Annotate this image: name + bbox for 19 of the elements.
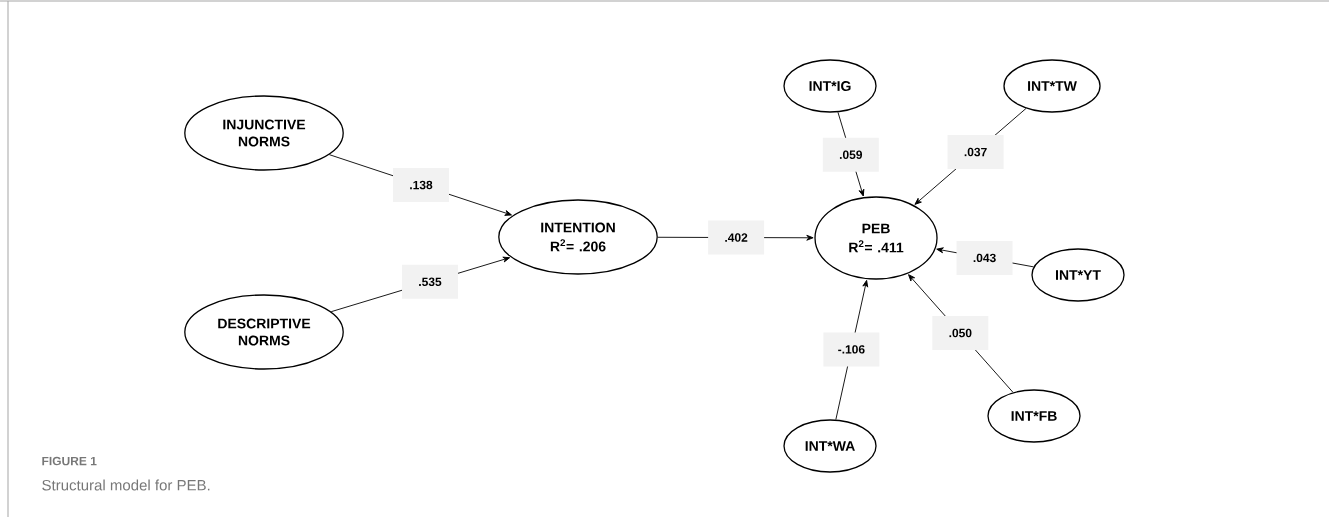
ellipse-node: INT*WA <box>783 419 877 473</box>
edge-label: .037 <box>947 135 1004 169</box>
edge-label: .138 <box>393 168 449 202</box>
edge-label: .059 <box>822 137 879 172</box>
ellipse-node: INT*TW <box>1003 59 1101 113</box>
ellipse-node: INTENTION R$^{2}$= .206 <box>498 199 658 275</box>
figure-number: FIGURE 1 <box>42 456 97 466</box>
edge-label: .050 <box>932 316 989 350</box>
edge-label: .402 <box>708 220 765 255</box>
ellipse-node: INT*YT <box>1031 248 1125 302</box>
ellipse-node: INJUNCTIVE NORMS <box>184 95 344 171</box>
ellipse-node: INT*FB <box>987 389 1081 443</box>
edge-label: -.106 <box>823 332 880 367</box>
ellipse-node: INT*IG <box>783 59 877 113</box>
ellipse-node: DESCRIPTIVE NORMS <box>184 294 344 370</box>
edge-label: .535 <box>402 264 458 299</box>
caption: Structural model for PEB. <box>42 479 210 491</box>
edge-label: .043 <box>956 240 1013 275</box>
ellipse-node: PEB R$^{2}$= .411 <box>814 196 938 280</box>
